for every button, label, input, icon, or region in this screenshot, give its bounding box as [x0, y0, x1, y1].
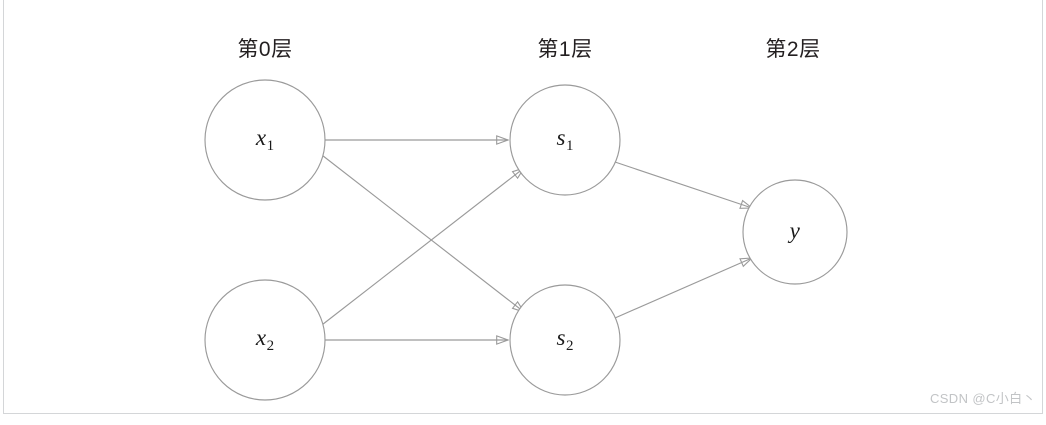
node-label-s1-base: s — [556, 125, 566, 151]
node-label-x2-sub: 2 — [266, 337, 275, 354]
node-circle-s1[interactable] — [509, 84, 621, 196]
node-circle-y[interactable] — [742, 179, 848, 285]
node-label-x1: x1 — [256, 126, 274, 154]
edge-s1-y — [614, 161, 752, 208]
node-circle-x2[interactable] — [204, 279, 326, 401]
node-label-s2-base: s — [556, 325, 566, 351]
node-circle-x1[interactable] — [204, 79, 326, 201]
node-label-s1-sub: 1 — [565, 137, 574, 154]
nodes-group — [204, 79, 848, 401]
node-label-s2: s2 — [557, 326, 574, 354]
layer-label-0: 第0层 — [237, 38, 293, 61]
edge-s2-y — [614, 258, 752, 319]
node-label-x1-sub: 1 — [266, 137, 275, 154]
csdn-watermark: CSDN @C小白丶 — [929, 391, 1036, 406]
layer-label-1: 第1层 — [537, 38, 593, 61]
node-label-x2: x2 — [256, 326, 274, 354]
edge-x1-s2 — [317, 151, 524, 312]
node-label-y: y — [790, 219, 801, 247]
node-label-s2-sub: 2 — [565, 337, 574, 354]
node-label-y-base: y — [789, 218, 800, 244]
edges-group — [317, 140, 752, 340]
node-label-s1: s1 — [557, 126, 574, 154]
layer-label-2: 第2层 — [765, 38, 821, 61]
node-label-x2-base: x — [255, 325, 267, 351]
node-label-x1-base: x — [255, 125, 267, 151]
edge-x2-s1 — [317, 168, 524, 329]
node-circle-s2[interactable] — [509, 284, 621, 396]
